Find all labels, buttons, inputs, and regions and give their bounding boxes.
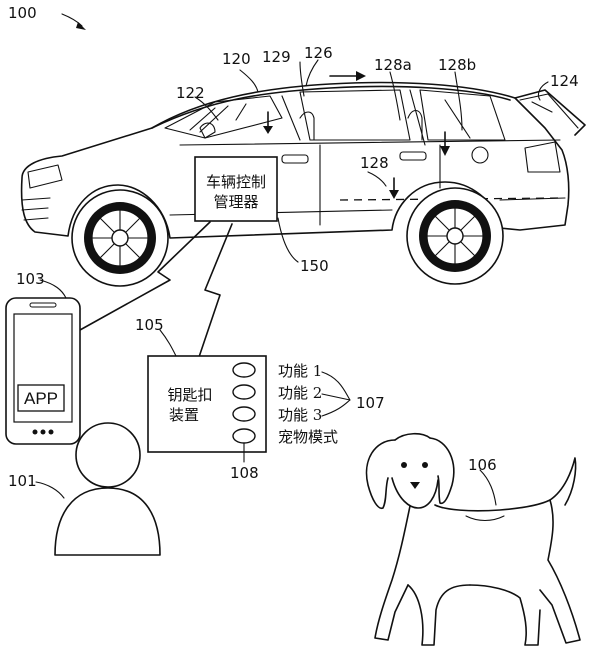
label-120: 120 bbox=[222, 50, 251, 68]
leader-lines bbox=[35, 13, 549, 506]
liftgate-open bbox=[514, 89, 586, 136]
rear-seat bbox=[407, 109, 423, 141]
function-pet-mode: 宠物模式 bbox=[278, 428, 338, 446]
dog-ear-right bbox=[429, 437, 455, 505]
label-103: 103 bbox=[16, 270, 45, 288]
keyfob-button-1[interactable] bbox=[232, 362, 256, 378]
wireless-link-keyfob bbox=[197, 223, 233, 361]
liftgate-inner bbox=[519, 93, 579, 129]
dog-front-leg-1 bbox=[374, 505, 411, 641]
dog-head-top bbox=[394, 432, 431, 441]
keyfob-device: 钥匙扣 装置 bbox=[147, 355, 267, 453]
phone-dot-1 bbox=[32, 429, 38, 435]
phone-speaker bbox=[29, 302, 57, 308]
label-129: 129 bbox=[262, 48, 291, 66]
arrow-head-4 bbox=[389, 190, 399, 199]
headlight bbox=[27, 164, 63, 189]
function-list: 功能 1 功能 2 功能 3 宠物模式 bbox=[278, 362, 351, 446]
windshield-glare bbox=[189, 103, 247, 133]
rear-wheel bbox=[406, 187, 504, 285]
window-dashed-line bbox=[339, 197, 561, 201]
function-1: 功能 1 bbox=[278, 362, 322, 380]
label-128: 128 bbox=[360, 154, 389, 172]
keyfob-button-pet[interactable] bbox=[232, 428, 256, 444]
dog-fur-line bbox=[465, 515, 505, 522]
dog-eye-right bbox=[422, 462, 428, 468]
label-101: 101 bbox=[8, 472, 37, 490]
user-head bbox=[75, 422, 141, 488]
keyfob-text-line2: 装置 bbox=[169, 406, 199, 424]
belt-line bbox=[179, 139, 561, 146]
middle-window bbox=[299, 89, 411, 141]
wireless-link-phone bbox=[79, 221, 211, 331]
grille bbox=[21, 197, 51, 221]
app-icon[interactable] bbox=[17, 384, 65, 412]
rear-window bbox=[419, 89, 506, 141]
dog-tail bbox=[549, 457, 577, 506]
dog-nose bbox=[410, 482, 420, 489]
front-wheel bbox=[71, 189, 169, 287]
label-105: 105 bbox=[135, 316, 164, 334]
label-124: 124 bbox=[550, 72, 579, 90]
label-122: 122 bbox=[176, 84, 205, 102]
function-bracket bbox=[321, 371, 351, 417]
controller-text-line2: 管理器 bbox=[213, 193, 258, 211]
dog-belly-hind bbox=[469, 584, 541, 646]
dog-front-leg-2 bbox=[407, 584, 471, 646]
app-label: APP bbox=[24, 389, 58, 408]
keyfob-text-line1: 钥匙扣 bbox=[167, 386, 212, 404]
phone-dot-3 bbox=[48, 429, 54, 435]
user-body bbox=[54, 487, 161, 556]
controller-box bbox=[194, 156, 278, 222]
arrow-head-2 bbox=[356, 71, 366, 81]
function-2: 功能 2 bbox=[278, 384, 322, 402]
dog-ear-left bbox=[365, 439, 396, 509]
label-107: 107 bbox=[356, 394, 385, 412]
function-3: 功能 3 bbox=[278, 406, 322, 424]
front-seat bbox=[299, 111, 315, 141]
label-128b: 128b bbox=[438, 56, 476, 74]
label-126: 126 bbox=[304, 44, 333, 62]
user-figure bbox=[54, 422, 161, 556]
keyfob-button-2[interactable] bbox=[232, 384, 256, 400]
rear-door-handle bbox=[399, 151, 427, 161]
vehicle-controller: 车辆控制 管理器 bbox=[194, 156, 278, 222]
label-150: 150 bbox=[300, 257, 329, 275]
dog bbox=[365, 432, 581, 646]
tail-light bbox=[524, 141, 561, 173]
front-door-handle bbox=[281, 154, 309, 164]
label-100: 100 bbox=[8, 4, 37, 22]
liftgate-strut bbox=[531, 101, 553, 113]
smartphone: APP bbox=[5, 297, 81, 445]
label-128a: 128a bbox=[374, 56, 412, 74]
label-108: 108 bbox=[230, 464, 259, 482]
dog-hind-leg bbox=[539, 499, 581, 644]
label-106: 106 bbox=[468, 456, 497, 474]
keyfob-button-3[interactable] bbox=[232, 406, 256, 422]
rear-window-glare bbox=[444, 99, 471, 139]
reference-labels: 100 120 122 126 129 128a 128b 124 128 15… bbox=[8, 4, 579, 490]
phone-dot-2 bbox=[40, 429, 46, 435]
controller-text-line1: 车辆控制 bbox=[206, 173, 266, 191]
dog-snout bbox=[391, 477, 439, 509]
c-pillar bbox=[409, 89, 426, 146]
dog-eye-left bbox=[401, 462, 407, 468]
fuel-cap bbox=[471, 146, 489, 164]
arrow-head-3 bbox=[440, 146, 450, 156]
dog-back bbox=[434, 499, 551, 512]
arrow-head-1 bbox=[263, 126, 273, 134]
side-mirror bbox=[199, 122, 216, 139]
b-pillar bbox=[281, 95, 301, 141]
vehicle bbox=[20, 71, 586, 287]
